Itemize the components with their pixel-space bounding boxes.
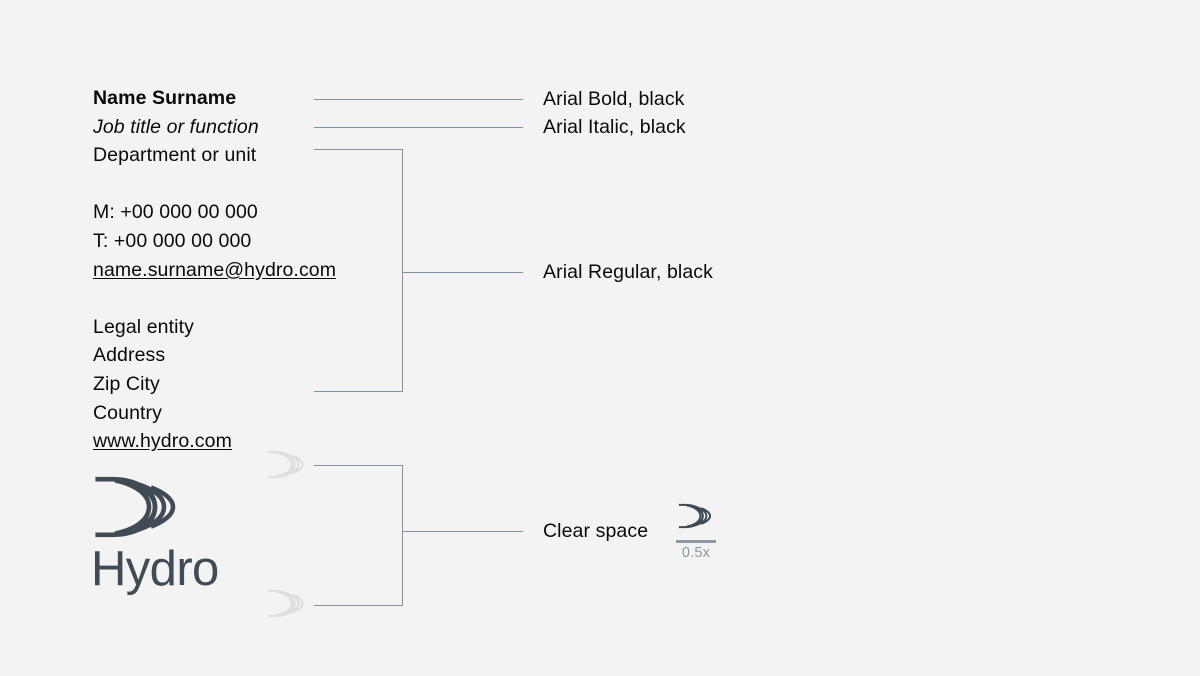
caption-arial-italic: Arial Italic, black [543, 116, 686, 138]
hydro-logo-lockup: Hydro [91, 476, 219, 596]
signature-email[interactable]: name.surname@hydro.com [93, 258, 337, 281]
bracket-clearspace-spine [402, 465, 403, 606]
hydro-wordmark: Hydro [91, 542, 219, 596]
caption-arial-regular: Arial Regular, black [543, 261, 713, 283]
signature-address: Address [93, 344, 166, 367]
hydro-wave-mark-icon [95, 476, 176, 538]
bracket-clearspace-bottom-arm [314, 605, 403, 606]
bracket-regular-bottom-arm [314, 391, 403, 392]
signature-spacer-1 [93, 170, 493, 199]
clear-space-ratio-swatch: 0.5x [674, 503, 718, 562]
bracket-regular-top-arm [314, 149, 403, 150]
signature-spacer-2 [93, 284, 493, 313]
signature-telephone: T: +00 000 00 000 [93, 229, 252, 252]
clear-space-ghost-mark-bottom-icon [268, 590, 304, 617]
leader-line-clearspace [402, 531, 523, 532]
signature-job-title: Job title or function [93, 115, 259, 138]
leader-line-regular [402, 272, 523, 273]
hydro-wave-mark-small-icon [678, 503, 712, 529]
signature-legal-entity: Legal entity [93, 315, 194, 338]
caption-clear-space: Clear space [543, 520, 649, 542]
clear-space-ghost-mark-top-icon [268, 451, 304, 478]
caption-arial-bold: Arial Bold, black [543, 88, 685, 110]
signature-department: Department or unit [93, 144, 257, 167]
bracket-clearspace-top-arm [314, 465, 403, 466]
signature-zip-city: Zip City [93, 372, 160, 395]
signature-name: Name Surname [93, 87, 237, 109]
signature-website[interactable]: www.hydro.com [93, 430, 232, 453]
bracket-regular-spine [402, 149, 403, 392]
signature-country: Country [93, 401, 162, 424]
email-signature-block: Name Surname Job title or function Depar… [93, 84, 493, 456]
ratio-label: 0.5x [681, 545, 711, 561]
signature-mobile: M: +00 000 00 000 [93, 201, 258, 224]
ratio-measure-bar [676, 540, 716, 543]
leader-line-italic [314, 127, 523, 128]
leader-line-bold [314, 99, 523, 100]
